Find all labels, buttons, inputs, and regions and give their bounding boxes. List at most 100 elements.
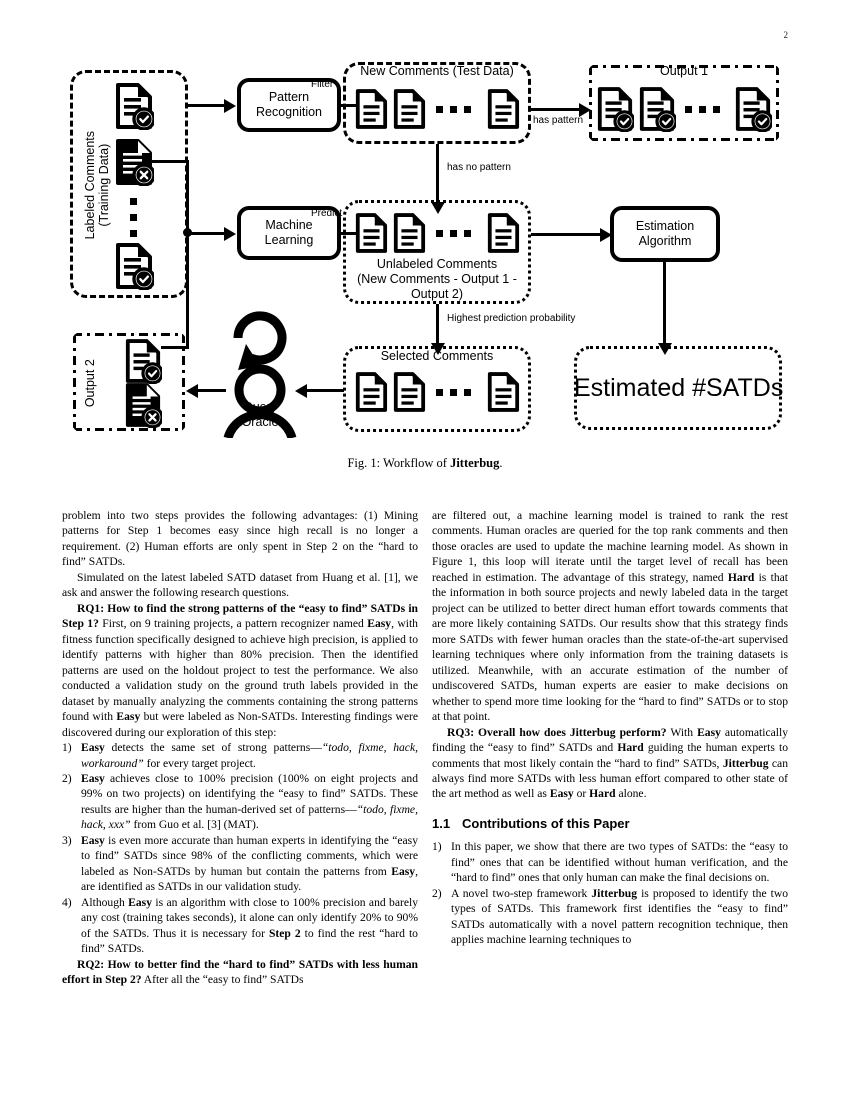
paragraph-text: , with fitness function specifically des…	[62, 617, 418, 724]
caption-suffix: .	[499, 456, 503, 470]
paragraph-simulated: Simulated on the latest labeled SATD dat…	[62, 570, 418, 601]
list-marker: 3)	[62, 833, 72, 847]
edge-estimation-to-result	[663, 262, 666, 346]
figure-workflow: Labeled Comments (Training Data)	[62, 58, 788, 448]
node-pattern-recognition-line2: Recognition	[255, 105, 322, 119]
edge-unlabeled-to-estimation	[531, 233, 605, 236]
group-selected-comments	[343, 346, 531, 432]
term-easy: Easy	[116, 710, 141, 724]
term-easy: Easy	[697, 725, 721, 739]
paragraph-text: can always find more SATDs with less hum…	[432, 756, 788, 801]
paragraph-text: guiding the human experts to comments th…	[432, 741, 788, 770]
section-title: Contributions of this Paper	[462, 815, 630, 831]
term-easy: Easy	[81, 833, 105, 847]
doc-plain-icon	[354, 371, 388, 413]
paragraph-text: alone.	[615, 787, 647, 801]
list-marker: 1)	[62, 741, 72, 755]
figure-caption: Fig. 1: Workflow of Jitterbug.	[0, 456, 850, 471]
list-item: 2)Easy achieves close to 100% precision …	[62, 771, 418, 833]
term-step2: Step 2	[268, 926, 301, 940]
list-text: A novel two-step framework	[451, 886, 592, 900]
list-marker: 4)	[62, 895, 72, 909]
rq3-heading: RQ3: Overall how does Jitterbug perform?	[447, 725, 667, 739]
list-marker: 1)	[432, 840, 442, 854]
doc-plain-icon	[486, 88, 520, 130]
term-hard: Hard	[727, 570, 755, 584]
list-text: detects the same set of strong patterns—	[104, 741, 322, 755]
node-estimation-line1: Estimation	[635, 219, 695, 234]
doc-check-icon	[114, 82, 154, 130]
doc-check-icon	[638, 86, 676, 132]
group-output1-label: Output 1	[660, 64, 708, 78]
edge-label-highest-prediction: Highest prediction probability	[447, 313, 576, 324]
node-pattern-recognition-line1: Pattern	[268, 90, 310, 105]
node-estimation-line2: Algorithm	[638, 234, 692, 248]
term-easy: Easy	[391, 864, 416, 878]
doc-check-icon	[734, 86, 772, 132]
node-machine-learning-line1: Machine	[265, 218, 313, 233]
edge-label-has-no-pattern: has no pattern	[447, 162, 511, 173]
paragraph-continued: problem into two steps provides the foll…	[62, 508, 418, 570]
group-unlabeled-label-line1: Unlabeled Comments	[376, 257, 498, 271]
doc-cross-icon	[124, 382, 162, 428]
list-text: , are identified as SATDs in our validat…	[81, 864, 418, 894]
paragraph-text: but were labeled as Non-SATDs. Interesti…	[62, 710, 418, 739]
paragraph-text: With	[666, 725, 698, 739]
node-query-oracle-line2: Oracle	[241, 415, 279, 429]
term-easy: Easy	[549, 787, 574, 801]
edge-label-has-pattern: has pattern	[533, 115, 584, 126]
node-pattern-recognition: Pattern Recognition	[237, 78, 341, 132]
list-marker: 2)	[432, 886, 442, 900]
section-number: 1.1	[432, 815, 451, 831]
group-unlabeled-label-line3: Output 2)	[410, 287, 464, 301]
term-jitterbug: Jitterbug	[722, 756, 769, 770]
list-item: 1)Easy detects the same set of strong pa…	[62, 740, 418, 771]
doc-plain-icon	[392, 371, 426, 413]
page-number: 2	[783, 30, 789, 40]
rq1-heading: RQ1: How to find the strong patterns of …	[62, 601, 418, 631]
doc-plain-icon	[392, 212, 426, 254]
edge-oracle-to-output2	[194, 389, 226, 392]
doc-check-icon	[596, 86, 634, 132]
doc-cross-icon	[114, 138, 154, 186]
edge-label-filter: Filter	[311, 79, 334, 90]
node-machine-learning: Machine Learning	[237, 206, 341, 260]
node-query-oracle-line1: Query	[242, 400, 278, 414]
group-unlabeled-label-line2: (New Comments - Output 1 -	[357, 272, 517, 286]
paragraph-text: is that the information in both source p…	[432, 570, 788, 724]
body-column-right: are filtered out, a machine learning mod…	[432, 508, 788, 948]
selected-ellipsis	[436, 389, 471, 396]
doc-plain-icon	[392, 88, 426, 130]
list-text: is even more accurate than human experts…	[81, 833, 418, 878]
list-text: is proposed to identify the two types of…	[451, 886, 788, 947]
findings-list: 1) Easy detects the same set of strong pa…	[62, 740, 418, 957]
caption-prefix: Fig. 1: Workflow of	[347, 456, 451, 470]
group-unlabeled-comments	[343, 200, 531, 304]
edge-loop-down	[186, 232, 189, 348]
list-item: 1)In this paper, we show that there are …	[432, 839, 788, 885]
edge-new-to-unlabeled	[436, 144, 439, 205]
doc-check-icon	[124, 338, 162, 384]
arrowhead-oracle-to-output2	[186, 384, 198, 398]
doc-check-icon-2	[114, 242, 154, 290]
edge-loop-vertical	[186, 160, 189, 234]
section-heading: 1.1 Contributions of this Paper	[432, 815, 788, 832]
term-easy: Easy	[367, 617, 392, 631]
edge-selected-to-oracle	[302, 389, 344, 392]
rq2-heading: RQ2: How to better find the “hard to fin…	[62, 957, 418, 987]
output1-ellipsis	[685, 106, 720, 113]
term-hard: Hard	[617, 741, 644, 755]
group-estimated-satds	[574, 346, 782, 430]
term-hard: Hard	[589, 787, 616, 801]
paragraph-rq3: RQ3: Overall how does Jitterbug perform?…	[432, 725, 788, 802]
paragraph-text: Simulated on the latest labeled SATD dat…	[62, 570, 418, 600]
edge-loop-top	[143, 160, 189, 163]
list-item: 4)Although Easy is an algorithm with clo…	[62, 895, 418, 957]
paragraph-hard-strategy: are filtered out, a machine learning mod…	[432, 508, 788, 725]
node-query-oracle	[218, 286, 302, 438]
body-column-left: problem into two steps provides the foll…	[62, 508, 418, 988]
patterns-italic: “todo, fixme, hack, xxx”	[81, 802, 418, 832]
caption-bold: Jitterbug	[450, 456, 500, 470]
group-new-comments	[343, 62, 531, 144]
